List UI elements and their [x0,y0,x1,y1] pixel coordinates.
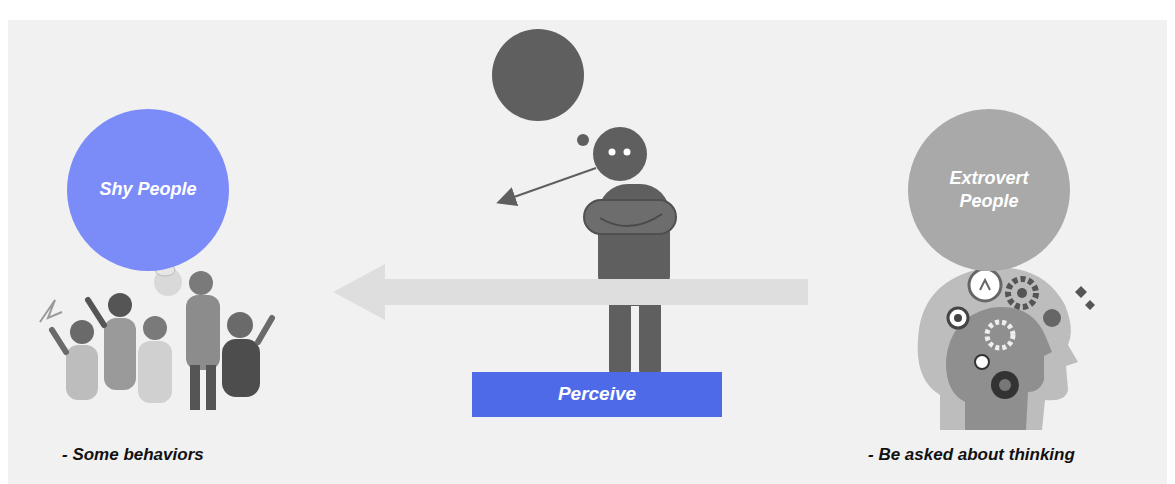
circle-shape [908,109,1070,271]
group-circle: Extrovert People [908,109,1070,271]
caption-note: - Some behaviors [62,445,204,465]
group-circle: Shy People [67,109,229,271]
thinking-heads [918,268,1095,430]
thinking-figure [492,29,676,376]
gaze-arrow [500,168,596,202]
block-arrow [333,264,808,320]
people-group [40,264,272,410]
action-box: Perceive [472,372,722,417]
node-text: Shy People [69,178,226,201]
node-text: Extrovert People [908,167,1070,214]
background-panel [8,20,1167,484]
node-text: Perceive [528,382,666,407]
caption-note: - Be asked about thinking [868,445,1075,465]
